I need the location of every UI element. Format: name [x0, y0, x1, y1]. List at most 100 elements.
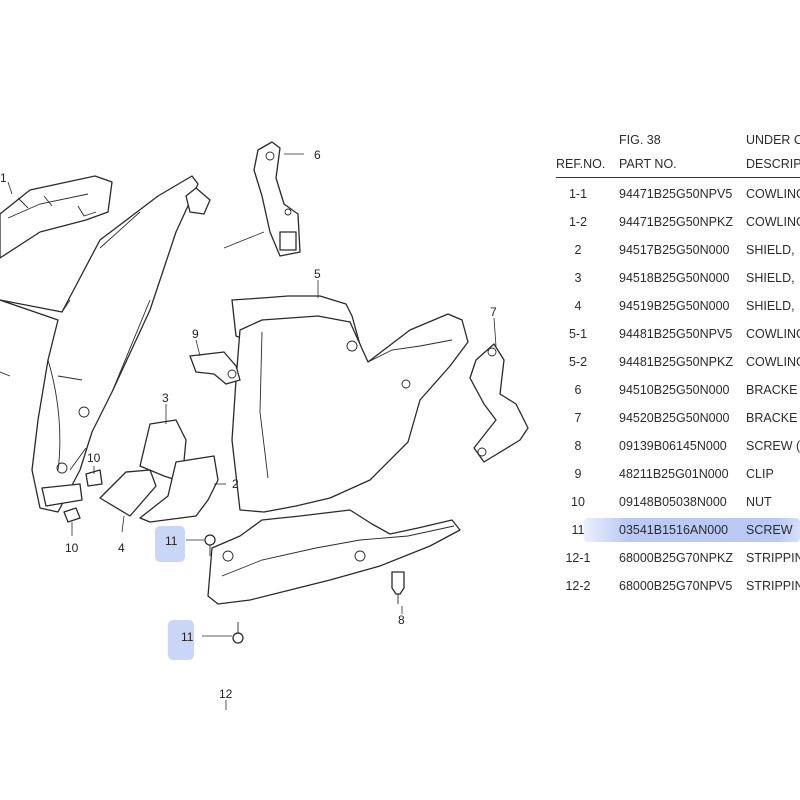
header-divider: [556, 177, 800, 178]
table-row[interactable]: 1-1 94471B25G50NPV5 COWLING: [556, 180, 800, 208]
table-row[interactable]: 4 94519B25G50N000 SHIELD,: [556, 292, 800, 320]
ref-no-cell: 1-2: [568, 215, 588, 229]
part-no-cell: 94519B25G50N000: [619, 299, 730, 313]
part-no-cell: 09148B05038N000: [619, 495, 727, 509]
callout-4: 4: [118, 541, 125, 555]
part-no-cell: 94481B25G50NPKZ: [619, 355, 733, 369]
figure-number: FIG. 38: [619, 133, 661, 147]
description-cell: NUT: [746, 495, 772, 509]
description-cell: COWLING: [746, 355, 800, 369]
leader-lines: [7, 153, 497, 710]
table-row[interactable]: 8 09139B06145N000 SCREW (: [556, 432, 800, 460]
ref-no-cell: 7: [574, 411, 582, 425]
part-no-cell: 94471B25G50NPV5: [619, 187, 733, 201]
table-row[interactable]: 7 94520B25G50N000 BRACKE: [556, 404, 800, 432]
part-no-cell: 09139B06145N000: [619, 439, 727, 453]
table-header-row: REF.NO. PART NO. DESCRIP: [556, 150, 800, 178]
description-cell: COWLING: [746, 215, 800, 229]
description-cell: SCREW (: [746, 439, 800, 453]
ref-no-cell: 8: [574, 439, 582, 453]
callout-11-highlight-lower: [168, 620, 194, 660]
part-5-cowling[interactable]: [231, 295, 469, 513]
ref-no-cell: 10: [571, 495, 585, 509]
callout-10-lower: 10: [65, 541, 79, 555]
table-row[interactable]: 1-2 94471B25G50NPKZ COWLING: [556, 208, 800, 236]
description-cell: COWLING: [746, 187, 800, 201]
description-cell: BRACKE: [746, 411, 798, 425]
part-4-shield[interactable]: [99, 469, 157, 517]
callout-8: 8: [398, 613, 405, 627]
table-title-row: FIG. 38 UNDER C: [556, 126, 800, 154]
part-11-screw-lower[interactable]: [232, 622, 244, 644]
table-row[interactable]: 6 94510B25G50N000 BRACKE: [556, 376, 800, 404]
part-no-cell: 03541B1516AN000: [619, 523, 729, 537]
parts-table: FIG. 38 UNDER C REF.NO. PART NO. DESCRIP…: [556, 126, 800, 606]
ref-no-cell: 12-2: [565, 579, 591, 593]
callout-10-upper: 10: [87, 451, 101, 465]
header-part-no: PART NO.: [619, 157, 677, 171]
table-row[interactable]: 12-1 68000B25G70NPKZ STRIPPIN: [556, 544, 800, 572]
part-no-cell: 68000B25G70NPV5: [619, 579, 733, 593]
callout-3: 3: [162, 391, 169, 405]
part-7-bracket[interactable]: [469, 343, 529, 463]
part-10-nut-upper[interactable]: [85, 469, 103, 487]
callout-2: 2: [232, 477, 239, 491]
callout-6: 6: [314, 148, 321, 162]
ref-no-cell: 2: [574, 243, 582, 257]
part-1-cowling[interactable]: [0, 175, 211, 513]
table-row[interactable]: 5-2 94481B25G50NPKZ COWLING: [556, 348, 800, 376]
callout-11-lower: 11: [181, 630, 194, 644]
ref-no-cell: 6: [574, 383, 582, 397]
table-row[interactable]: 10 09148B05038N000 NUT: [556, 488, 800, 516]
description-cell: CLIP: [746, 467, 774, 481]
callout-12: 12: [219, 687, 233, 701]
part-12-lower-cowling[interactable]: [207, 509, 461, 605]
callout-11-upper: 11: [165, 534, 178, 548]
description-cell: BRACKE: [746, 383, 798, 397]
ref-no-cell: 1-1: [568, 187, 588, 201]
figure-title: UNDER C: [746, 133, 800, 147]
part-no-cell: 94481B25G50NPV5: [619, 327, 733, 341]
part-10-nut-lower[interactable]: [63, 507, 81, 523]
part-11-screw-upper[interactable]: [204, 534, 216, 556]
table-row[interactable]: 12-2 68000B25G70NPV5 STRIPPIN: [556, 572, 800, 600]
part-8-screw[interactable]: [391, 571, 405, 604]
callout-11-highlight-upper: [155, 526, 185, 562]
part-no-cell: 94517B25G50N000: [619, 243, 730, 257]
highlighted-row-marker: [584, 518, 800, 542]
ref-no-cell: 9: [574, 467, 582, 481]
table-row[interactable]: 2 94517B25G50N000 SHIELD,: [556, 236, 800, 264]
header-description: DESCRIP: [746, 157, 800, 171]
callout-5: 5: [314, 267, 321, 281]
part-2-shield[interactable]: [139, 455, 219, 523]
ref-no-cell: 12-1: [565, 551, 591, 565]
description-cell: STRIPPIN: [746, 551, 800, 565]
ref-no-cell: 11: [571, 523, 585, 537]
part-9-clip[interactable]: [189, 351, 241, 385]
part-no-cell: 94510B25G50N000: [619, 383, 730, 397]
callout-1: 1: [0, 171, 7, 185]
part-no-cell: 94471B25G50NPKZ: [619, 215, 733, 229]
callout-7: 7: [490, 305, 497, 319]
description-cell: SCREW: [746, 523, 793, 537]
callout-9: 9: [192, 327, 199, 341]
ref-no-cell: 5-1: [568, 327, 588, 341]
ref-no-cell: 4: [574, 299, 582, 313]
header-ref-no: REF.NO.: [556, 157, 606, 171]
ref-no-cell: 5-2: [568, 355, 588, 369]
table-row[interactable]: 11 03541B1516AN000 SCREW: [556, 516, 800, 544]
table-row[interactable]: 9 48211B25G01N000 CLIP: [556, 460, 800, 488]
description-cell: SHIELD,: [746, 243, 795, 257]
part-no-cell: 68000B25G70NPKZ: [619, 551, 733, 565]
part-no-cell: 48211B25G01N000: [619, 467, 729, 481]
table-row[interactable]: 5-1 94481B25G50NPV5 COWLING: [556, 320, 800, 348]
description-cell: STRIPPIN: [746, 579, 800, 593]
description-cell: COWLING: [746, 327, 800, 341]
part-6-bracket[interactable]: [253, 141, 301, 257]
part-no-cell: 94520B25G50N000: [619, 411, 730, 425]
description-cell: SHIELD,: [746, 271, 795, 285]
description-cell: SHIELD,: [746, 299, 795, 313]
ref-no-cell: 3: [574, 271, 582, 285]
